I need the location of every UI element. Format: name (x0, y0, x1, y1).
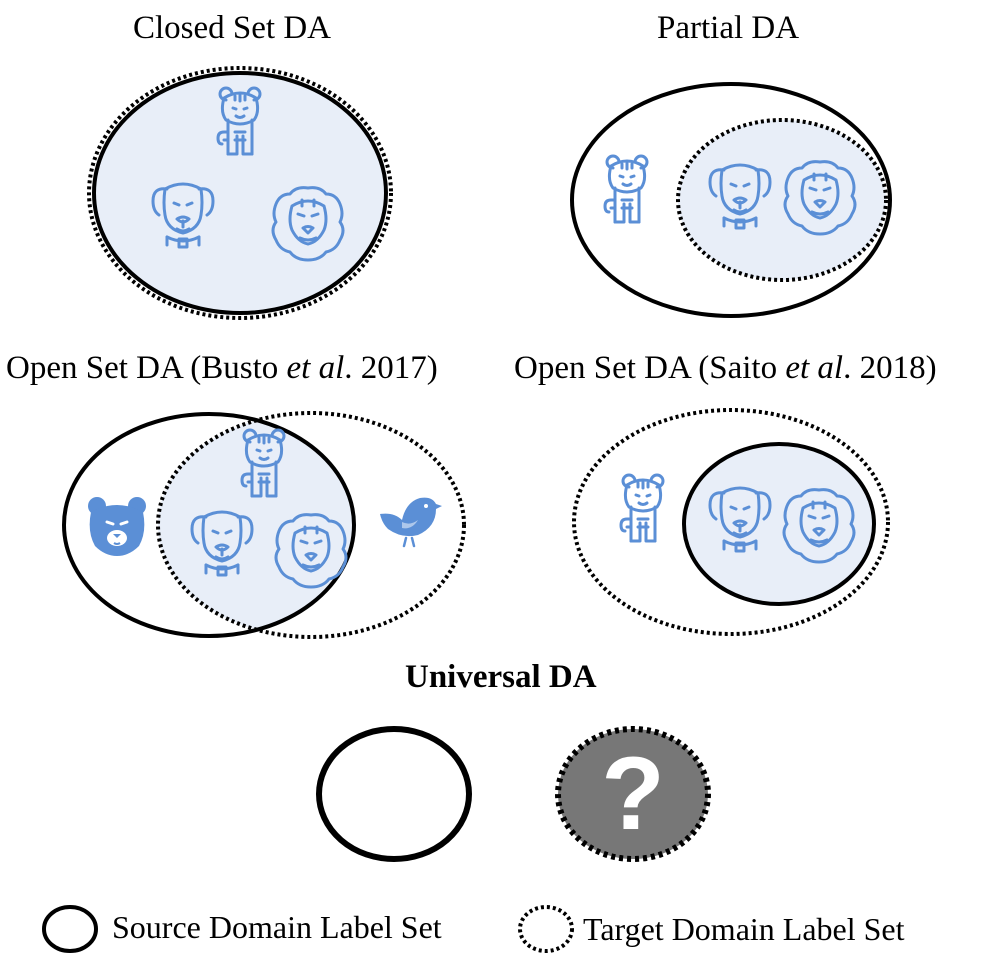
saito-target-ellipse (572, 408, 890, 636)
open-set-busto-panel (62, 411, 466, 639)
tiger-icon (603, 154, 649, 224)
saito-title-suffix: . 2018) (843, 350, 937, 386)
busto-title-suffix: . 2017) (344, 350, 438, 386)
open-set-busto-title: Open Set DA (Busto et al. 2017) (6, 352, 438, 385)
closed-set-target-ellipse (87, 66, 393, 320)
busto-source-ellipse (62, 412, 356, 638)
universal-target-ellipse (555, 726, 711, 862)
closed-set-source-ellipse (92, 71, 388, 315)
open-set-saito-panel (572, 408, 890, 636)
busto-title-prefix: Open Set DA (Busto (6, 350, 287, 386)
busto-title-italic: et al (286, 350, 345, 386)
saito-source-ellipse (682, 442, 876, 606)
busto-overlap-region (158, 414, 354, 636)
unknown-question-mark: ? (601, 736, 665, 852)
tiger-icon (619, 473, 665, 543)
bear-icon (86, 495, 148, 558)
partial-panel (570, 82, 892, 318)
partial-title: Partial DA (657, 10, 800, 46)
saito-title-italic: et al (785, 350, 844, 386)
legend-source-label: Source Domain Label Set (112, 909, 442, 945)
legend-target-label: Target Domain Label Set (583, 911, 905, 947)
universal-source-ellipse (316, 726, 472, 862)
closed-set-title: Closed Set DA (133, 10, 331, 46)
busto-target-ellipse (156, 411, 466, 639)
closed-set-panel (87, 66, 393, 320)
bird-icon (378, 496, 444, 548)
universal-panel (316, 726, 711, 862)
universal-title: Universal DA (405, 659, 597, 695)
partial-source-ellipse (570, 82, 892, 318)
legend-target-ellipse (518, 905, 574, 953)
legend-source-ellipse (42, 905, 98, 953)
saito-title-prefix: Open Set DA (Saito (514, 350, 786, 386)
open-set-saito-title: Open Set DA (Saito et al. 2018) (514, 352, 937, 385)
partial-target-ellipse (676, 118, 888, 282)
